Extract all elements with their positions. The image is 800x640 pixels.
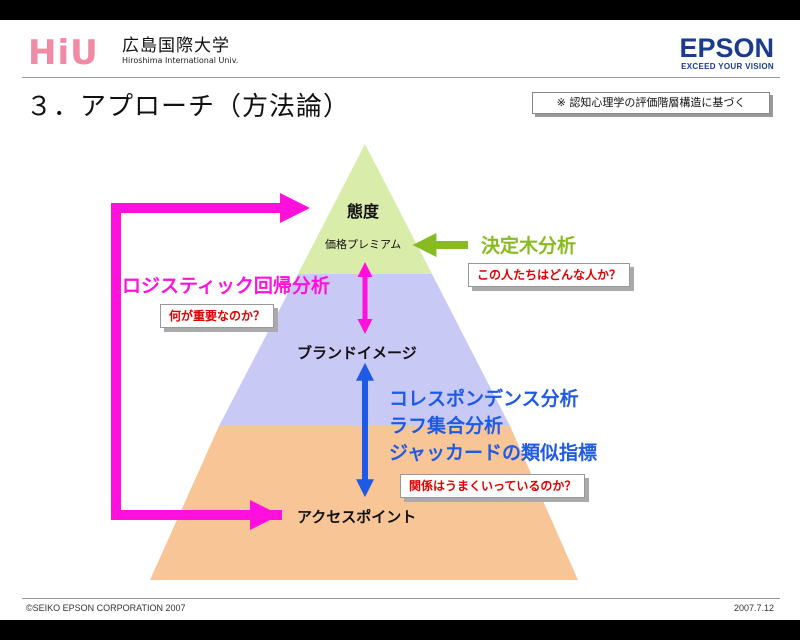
- slide: HiU 広島国際大学 Hiroshima International Univ.…: [0, 20, 800, 620]
- footer-divider: [22, 598, 780, 599]
- university-name-en: Hiroshima International Univ.: [122, 56, 239, 65]
- page-title: ３．アプローチ（方法論）: [26, 92, 351, 122]
- question-important: 何が重要なのか？: [160, 304, 275, 328]
- epson-logo: EPSON EXCEED YOUR VISION: [679, 34, 774, 72]
- rough-set-label: ラフ集合分析: [389, 415, 504, 437]
- footer-copyright: ©SEIKO EPSON CORPORATION 2007: [26, 603, 186, 613]
- question-who: この人たちはどんな人か？: [468, 263, 631, 287]
- university-name-jp: 広島国際大学: [122, 36, 230, 56]
- logistic-label: ロジスティック回帰分析: [122, 275, 330, 297]
- footer-date: 2007.7.12: [733, 603, 774, 613]
- pyramid-middle-label: ブランドイメージ: [297, 344, 417, 362]
- pyramid-bottom-tier: [150, 426, 578, 580]
- hiu-logo: HiU: [28, 36, 99, 70]
- epson-tagline: EXCEED YOUR VISION: [681, 62, 774, 71]
- pyramid-premium-label: 価格プレミアム: [325, 238, 402, 251]
- university-name: 広島国際大学 Hiroshima International Univ.: [122, 36, 238, 66]
- basis-note: ※ 認知心理学の評価階層構造に基づく: [532, 92, 770, 114]
- header-divider: [22, 77, 780, 78]
- pyramid-middle-tier: [219, 274, 510, 426]
- epson-brand: EPSON: [679, 33, 774, 63]
- jaccard-label: ジャッカードの類似指標: [389, 442, 598, 464]
- question-relationship: 関係はうまくいっているのか？: [400, 474, 586, 498]
- pyramid-top-tier: [298, 144, 432, 274]
- pyramid-diagram: [111, 144, 578, 580]
- decision-tree-label: 決定木分析: [481, 235, 577, 257]
- hiu-logo-text: HiU: [28, 33, 99, 73]
- pyramid-bottom-label: アクセスポイント: [297, 508, 417, 526]
- correspondence-label: コレスポンデンス分析: [389, 388, 579, 410]
- pyramid-top-label: 態度: [347, 202, 380, 221]
